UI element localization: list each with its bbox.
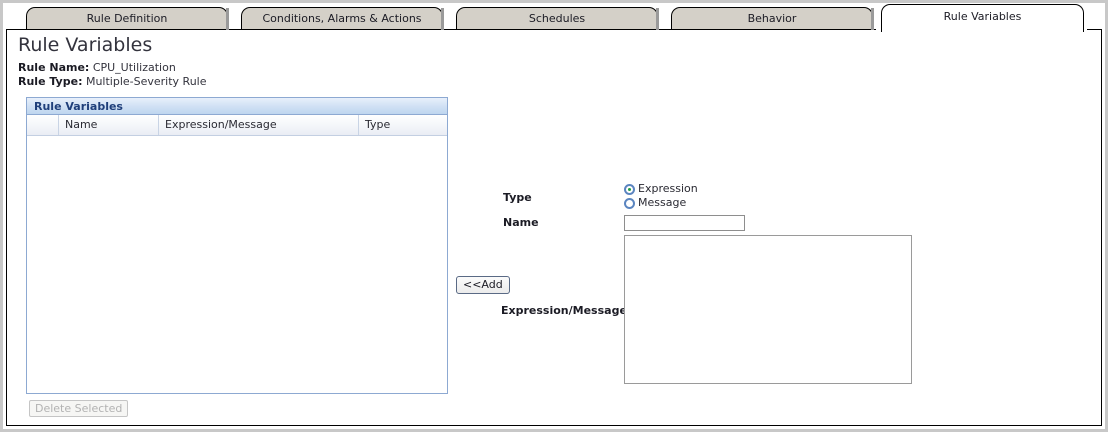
radio-message-icon[interactable] bbox=[624, 197, 635, 209]
tab-rule-variables[interactable]: Rule Variables bbox=[881, 4, 1084, 32]
radio-expression-label: Expression bbox=[638, 182, 698, 195]
tab-strip: Rule Definition Conditions, Alarms & Act… bbox=[4, 4, 1104, 32]
grid-caption: Rule Variables bbox=[27, 98, 447, 115]
tab-behavior[interactable]: Behavior bbox=[671, 7, 873, 30]
grid-body-empty bbox=[27, 136, 447, 392]
name-label: Name bbox=[503, 216, 539, 229]
radio-option-expression[interactable]: Expression bbox=[624, 183, 698, 195]
grid-header-select bbox=[27, 115, 59, 135]
rule-type-row: Rule Type: Multiple-Severity Rule bbox=[18, 75, 207, 88]
expression-message-label: Expression/Message bbox=[501, 304, 627, 317]
radio-message-label: Message bbox=[638, 196, 687, 209]
tab-divider-shadow bbox=[441, 8, 444, 30]
tab-content-panel: Rule Variables Rule Name: CPU_Utilizatio… bbox=[6, 28, 1102, 426]
grid-header-name[interactable]: Name bbox=[59, 115, 159, 135]
rule-name-value: CPU_Utilization bbox=[92, 61, 176, 74]
rule-name-row: Rule Name: CPU_Utilization bbox=[18, 61, 176, 74]
rule-name-label: Rule Name: bbox=[18, 61, 90, 74]
grid-header-row: Name Expression/Message Type bbox=[27, 115, 447, 136]
type-label: Type bbox=[503, 191, 532, 204]
rule-type-label: Rule Type: bbox=[18, 75, 83, 88]
tab-divider-shadow bbox=[871, 8, 874, 30]
add-button[interactable]: <<Add bbox=[456, 276, 510, 294]
grid-header-expression-message[interactable]: Expression/Message bbox=[159, 115, 359, 135]
radio-expression-icon[interactable] bbox=[624, 183, 635, 195]
radio-option-message[interactable]: Message bbox=[624, 197, 686, 209]
delete-selected-button[interactable]: Delete Selected bbox=[29, 400, 129, 417]
tab-conditions-alarms-actions[interactable]: Conditions, Alarms & Actions bbox=[241, 7, 443, 30]
tab-divider-shadow bbox=[226, 8, 229, 30]
rule-type-value: Multiple-Severity Rule bbox=[85, 75, 207, 88]
name-input[interactable] bbox=[624, 215, 745, 231]
expression-message-textarea[interactable] bbox=[624, 235, 912, 384]
page-title: Rule Variables bbox=[18, 34, 153, 56]
tab-schedules[interactable]: Schedules bbox=[456, 7, 658, 30]
rule-variables-grid: Rule Variables Name Expression/Message T… bbox=[26, 97, 448, 394]
tab-rule-definition[interactable]: Rule Definition bbox=[26, 7, 228, 30]
grid-header-type[interactable]: Type bbox=[365, 118, 391, 131]
tab-divider-shadow bbox=[656, 8, 659, 30]
